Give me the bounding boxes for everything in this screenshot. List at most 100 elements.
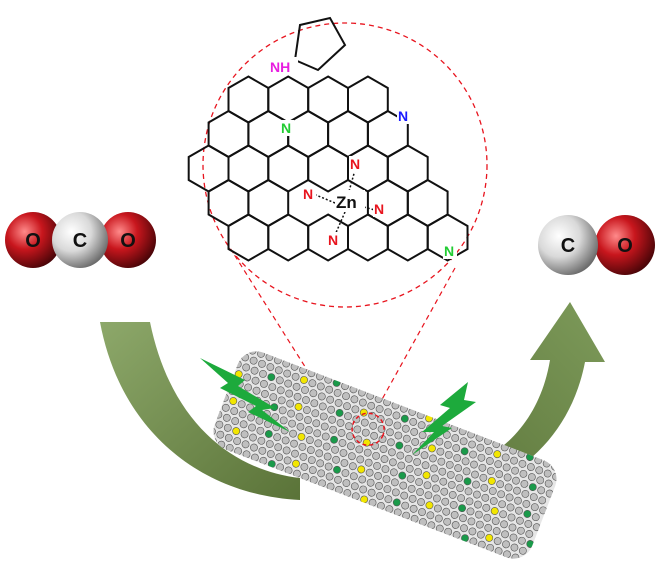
carbon-atom xyxy=(410,428,419,436)
carbon-atom xyxy=(342,392,350,401)
carbon-atom xyxy=(327,405,336,414)
nitrogen-blue-label: N xyxy=(398,108,408,124)
carbon-atom xyxy=(230,407,239,415)
carbon-atom xyxy=(485,457,494,465)
carbon-atom xyxy=(535,466,544,475)
carbon-atom xyxy=(480,483,489,492)
carbon-atom xyxy=(389,468,398,477)
carbon-atom xyxy=(529,493,538,502)
carbon-atom xyxy=(418,508,426,516)
carbon-atom xyxy=(378,435,387,443)
carbon-atom xyxy=(383,485,392,494)
carbon-atom xyxy=(291,372,300,381)
carbon-atom xyxy=(474,510,483,519)
carbon-atom xyxy=(400,491,409,500)
carbon-atom xyxy=(276,386,285,395)
carbon-atom xyxy=(275,376,284,385)
carbon-atom xyxy=(442,507,451,516)
carbon-atom xyxy=(376,492,384,500)
carbon-atom xyxy=(530,503,539,512)
carbon-atom xyxy=(518,546,527,555)
carbon-atom xyxy=(544,479,553,488)
carbon-atom xyxy=(329,425,338,434)
carbon-atom xyxy=(440,487,449,496)
carbon-atom xyxy=(416,488,424,496)
carbon-atom xyxy=(259,369,267,378)
dopant-atom-green xyxy=(523,510,532,518)
carbon-atom xyxy=(290,439,298,448)
co-molecule: C O xyxy=(538,215,655,275)
carbon-atom xyxy=(313,429,322,438)
carbon-atom xyxy=(499,510,508,519)
carbon-atom xyxy=(331,445,339,454)
co2-atom-c: C xyxy=(73,230,87,252)
carbon-atom xyxy=(356,455,365,464)
active-site-marker xyxy=(351,412,385,446)
carbon-atom xyxy=(324,462,333,471)
carbon-atom xyxy=(299,452,308,461)
carbon-atom xyxy=(438,467,447,476)
carbon-atom xyxy=(251,376,260,385)
carbon-atom xyxy=(249,433,257,442)
zoom-circle xyxy=(202,22,488,308)
carbon-atom xyxy=(477,453,486,462)
carbon-atom xyxy=(447,480,456,489)
carbon-atom xyxy=(471,470,479,479)
carbon-atom xyxy=(258,359,266,368)
carbon-atom xyxy=(526,463,535,471)
carbon-atom xyxy=(242,363,251,372)
carbon-atom xyxy=(250,366,259,375)
dopant-atom-yellow xyxy=(229,397,238,405)
carbon-atom xyxy=(222,413,231,422)
carbon-atom xyxy=(319,412,328,421)
carbon-atom xyxy=(312,419,321,428)
carbon-atom xyxy=(459,437,468,446)
carbon-atom xyxy=(456,484,465,493)
carbon-atom xyxy=(468,440,476,449)
carbon-atom xyxy=(486,467,495,475)
carbon-atom xyxy=(405,464,414,473)
carbon-atom xyxy=(307,456,316,465)
lightning-bolt-left xyxy=(200,358,290,432)
carbon-atom xyxy=(367,488,376,497)
carbon-atom xyxy=(283,456,292,465)
carbon-atom xyxy=(386,428,394,437)
carbon-atom xyxy=(413,458,422,466)
co-atom-o: O xyxy=(617,235,633,257)
carbon-atom xyxy=(510,543,519,552)
carbon-atom xyxy=(216,430,225,439)
carbon-atom xyxy=(316,459,325,468)
carbon-atom xyxy=(221,403,230,412)
carbon-atom xyxy=(449,501,458,509)
carbon-atom xyxy=(432,494,441,503)
carbon-atom xyxy=(316,382,325,391)
carbon-atom xyxy=(465,497,474,506)
carbon-atom xyxy=(310,399,319,408)
carbon-atom xyxy=(243,373,252,382)
carbon-atom xyxy=(291,449,299,458)
carbon-atom xyxy=(475,520,484,529)
carbon-atom xyxy=(437,457,446,466)
dopant-atom-yellow xyxy=(297,432,306,441)
carbon-atom xyxy=(507,513,516,522)
carbon-atom xyxy=(317,469,326,478)
carbon-atom xyxy=(302,396,310,404)
dopant-atom-yellow xyxy=(485,533,494,542)
carbon-atom xyxy=(407,484,416,493)
carbon-atom xyxy=(231,417,240,425)
dopant-atom-yellow xyxy=(428,444,436,453)
carbon-atom xyxy=(423,481,432,490)
carbon-atom xyxy=(359,485,368,494)
carbon-atom xyxy=(433,504,442,513)
carbon-atom xyxy=(369,421,378,430)
carbon-atom xyxy=(379,445,388,453)
dopant-atom-yellow xyxy=(493,450,502,459)
carbon-atom xyxy=(451,434,460,442)
carbon-atom xyxy=(364,458,373,467)
carbon-atom xyxy=(455,474,464,483)
ring xyxy=(426,213,469,262)
carbon-atom xyxy=(411,438,420,446)
carbon-atom xyxy=(293,392,302,401)
carbon-atom xyxy=(346,432,354,441)
